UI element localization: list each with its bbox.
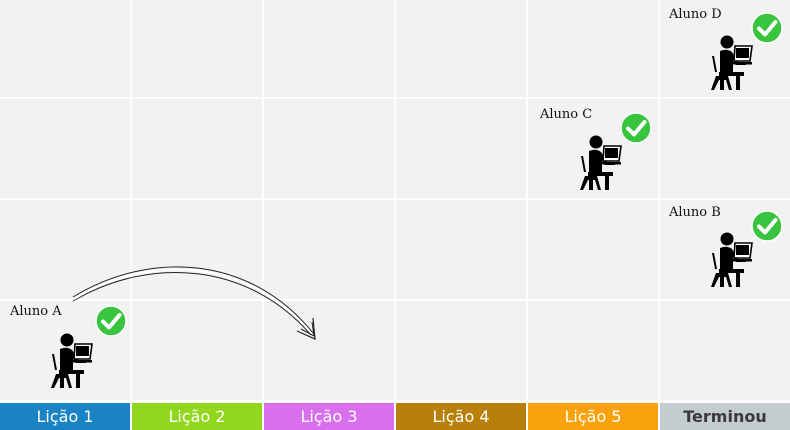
student-label: Aluno B [669,205,721,220]
finished-label: Terminou [660,403,790,430]
grid-cell [528,0,658,97]
grid-cell [0,99,130,198]
grid-cell [660,99,790,198]
lesson-label-2: Lição 2 [132,403,262,430]
check-icon [95,305,127,337]
grid-cell [660,301,790,400]
grid-cell [264,0,394,97]
student-at-laptop-icon [580,135,622,190]
lesson-label-4: Lição 4 [396,403,526,430]
grid-cell [396,0,526,97]
grid-cell [528,301,658,400]
grid-cell [0,0,130,97]
lesson-label-1: Lição 1 [0,403,130,430]
grid-cell [264,99,394,198]
grid-cell [528,200,658,299]
check-icon [620,112,652,144]
grid-cell [264,200,394,299]
grid-cell [132,0,262,97]
grid-cell [264,301,394,400]
grid-cell [396,200,526,299]
lesson-label-3: Lição 3 [264,403,394,430]
check-icon [751,210,783,242]
grid-cell [396,301,526,400]
student-label: Aluno D [669,7,722,22]
grid-cell [132,301,262,400]
grid-cell [132,200,262,299]
check-icon [751,12,783,44]
student-label: Aluno A [10,304,62,319]
student-at-laptop-icon [711,35,753,90]
student-at-laptop-icon [711,232,753,287]
student-at-laptop-icon [51,333,93,388]
grid-cell [396,99,526,198]
grid-cell [132,99,262,198]
student-label: Aluno C [540,107,593,122]
lesson-label-5: Lição 5 [528,403,658,430]
